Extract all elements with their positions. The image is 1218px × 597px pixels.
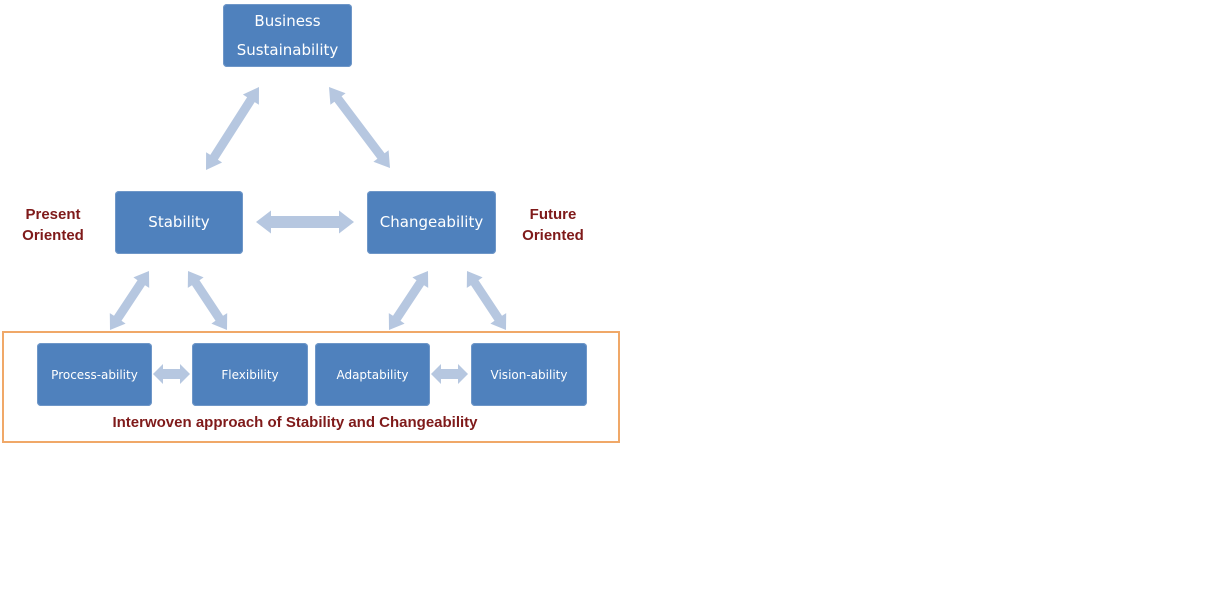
arrow-stability-flexibility bbox=[187, 271, 228, 330]
node-adaptability-label: Adaptability bbox=[336, 367, 409, 382]
present-oriented-line2: Oriented bbox=[22, 227, 84, 244]
node-changeability-label: Changeability bbox=[379, 213, 484, 231]
future-oriented-label: Future Oriented bbox=[510, 204, 596, 246]
arrow-processability-flexibility bbox=[153, 364, 190, 384]
node-changeability: Changeability bbox=[367, 191, 496, 254]
node-business-sustainability-line2: Sustainability bbox=[236, 40, 339, 59]
node-business-sustainability: Business Sustainability bbox=[223, 4, 352, 67]
arrow-stability-processability bbox=[109, 271, 150, 330]
node-stability-label: Stability bbox=[148, 213, 210, 231]
node-vision-ability: Vision-ability bbox=[471, 343, 587, 406]
connector-arrows bbox=[109, 87, 507, 384]
node-stability: Stability bbox=[115, 191, 243, 254]
present-oriented-line1: Present bbox=[25, 206, 81, 223]
arrow-stability-business bbox=[206, 87, 259, 170]
future-oriented-line2: Oriented bbox=[522, 227, 584, 244]
arrow-adaptability-visionability bbox=[431, 364, 468, 384]
arrow-changeability-adaptability bbox=[388, 271, 429, 330]
arrow-stability-changeability bbox=[256, 210, 354, 234]
interwoven-group-box bbox=[2, 331, 620, 443]
present-oriented-label: Present Oriented bbox=[10, 204, 96, 246]
node-flexibility-label: Flexibility bbox=[221, 367, 279, 382]
node-flexibility: Flexibility bbox=[192, 343, 308, 406]
sustainability-diagram: Business Sustainability Stability Change… bbox=[0, 0, 640, 460]
node-adaptability: Adaptability bbox=[315, 343, 430, 406]
node-process-ability-label: Process-ability bbox=[51, 367, 138, 382]
node-vision-ability-label: Vision-ability bbox=[490, 367, 568, 382]
arrow-changeability-visionability bbox=[466, 271, 507, 330]
node-business-sustainability-line1: Business bbox=[254, 11, 321, 30]
group-caption: Interwoven approach of Stability and Cha… bbox=[112, 414, 478, 431]
future-oriented-line1: Future bbox=[529, 206, 577, 223]
arrow-business-changeability bbox=[329, 87, 390, 168]
node-process-ability: Process-ability bbox=[37, 343, 152, 406]
